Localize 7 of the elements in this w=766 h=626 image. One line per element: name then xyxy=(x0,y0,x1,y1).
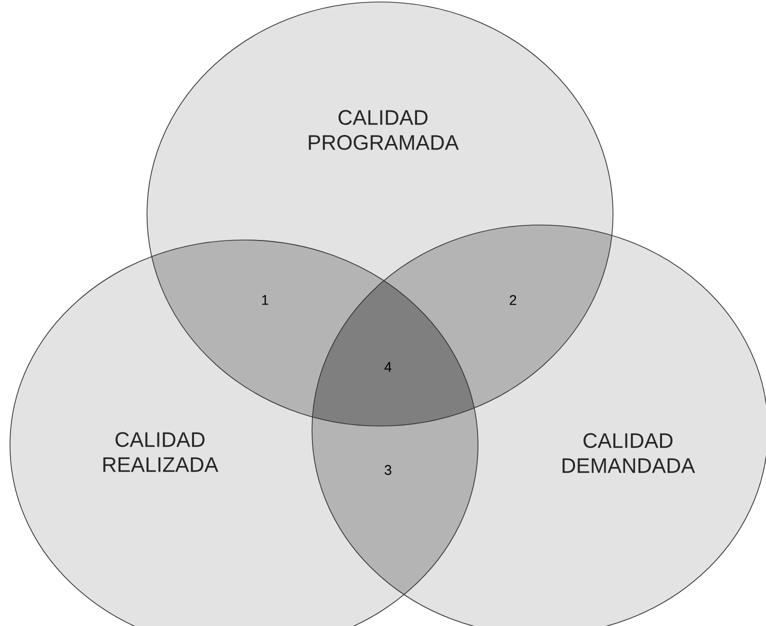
ellipse-label: CALIDAD DEMANDADA xyxy=(562,433,696,473)
region-number: 4 xyxy=(384,362,392,372)
ellipse-label: CALIDAD REALIZADA xyxy=(103,432,218,472)
ellipse-label: CALIDAD PROGRAMADA xyxy=(308,110,459,150)
region-number: 3 xyxy=(384,465,392,475)
region-number: 2 xyxy=(510,295,516,305)
region-number: 1 xyxy=(262,295,268,305)
